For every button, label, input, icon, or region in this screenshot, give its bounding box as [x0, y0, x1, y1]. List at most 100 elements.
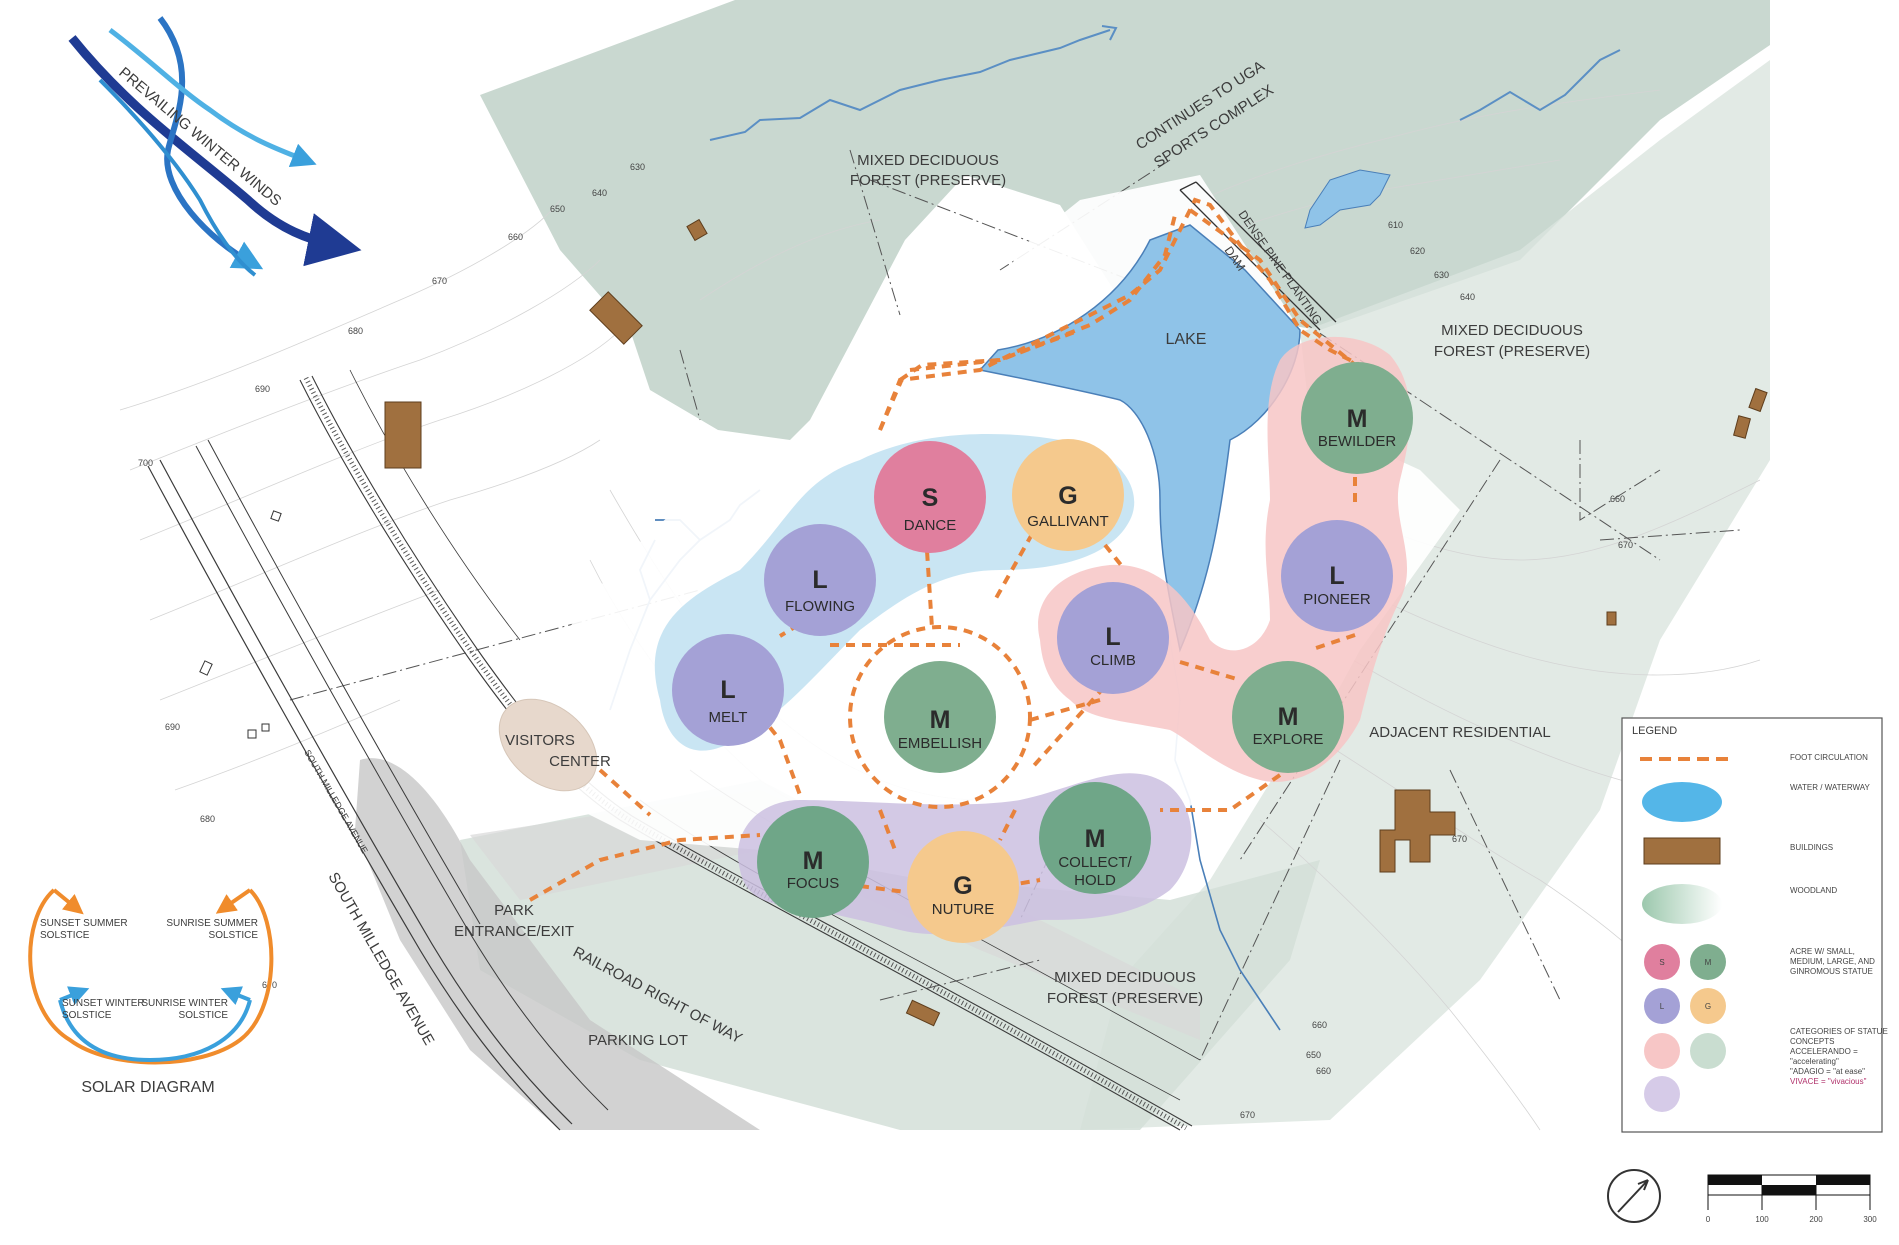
node-pioneer: L PIONEER [1281, 520, 1393, 632]
legend-cat-label-5: "ADAGIO = "at ease" [1790, 1067, 1865, 1076]
wind-arrows [68, 16, 362, 277]
legend-cat-label-6: VIVACE = "vivacious" [1790, 1077, 1867, 1086]
contour-label: 630 [630, 162, 645, 172]
solar-sunset-summer-2: SOLSTICE [40, 930, 90, 941]
contour-label: 660 [1316, 1066, 1331, 1076]
structure [261, 723, 270, 732]
building [905, 999, 941, 1027]
forest-south-label-2: FOREST (PRESERVE) [1047, 990, 1203, 1007]
node-letter: M [1085, 825, 1106, 853]
node-letter: L [720, 676, 735, 704]
legend-building-label: BUILDINGS [1790, 843, 1833, 852]
node-letter: L [812, 566, 827, 594]
park-entrance-label: PARK [494, 902, 534, 919]
node-letter: G [1058, 482, 1077, 510]
node-gallivant-circle [1012, 439, 1124, 551]
solar-diagram: SUNSET SUMMER SOLSTICE SUNRISE SUMMER SO… [28, 888, 274, 1096]
contour-label: 690 [255, 384, 270, 394]
node-letter: M [1278, 703, 1299, 731]
legend-foot-label: FOOT CIRCULATION [1790, 753, 1868, 762]
node-name: MELT [709, 709, 748, 726]
solar-sunrise-winter: SUNRISE WINTER [141, 998, 228, 1009]
legend: LEGEND FOOT CIRCULATION WATER / WATERWAY… [1621, 717, 1888, 1133]
node-letter: M [930, 706, 951, 734]
contour-label: 640 [592, 188, 607, 198]
node-pioneer-circle [1281, 520, 1393, 632]
contour-label: 630 [1434, 270, 1449, 280]
contour-label: 660 [508, 232, 523, 242]
small-structures [199, 510, 282, 739]
legend-pink-swatch [1644, 1033, 1680, 1069]
northeast-stream [1459, 49, 1621, 121]
wind-label: PREVAILING WINTER WINDS [115, 64, 284, 210]
node-letter: L [1105, 623, 1120, 651]
node-climb-circle [1057, 582, 1169, 694]
node-name: BEWILDER [1318, 433, 1397, 450]
legend-water-swatch [1642, 782, 1722, 822]
node-letter: M [1347, 405, 1368, 433]
parking-lot-area [355, 758, 760, 1130]
structure [270, 510, 282, 522]
legend-woodland-swatch [1642, 884, 1722, 924]
solar-sunrise-winter-2: SOLSTICE [179, 1010, 229, 1021]
legend-l-letter: L [1660, 1002, 1665, 1011]
forest-east-label-2: FOREST (PRESERVE) [1434, 343, 1590, 360]
contour-label: 670 [1240, 1110, 1255, 1120]
node-name: FLOWING [785, 598, 855, 615]
parking-lot-label: PARKING LOT [588, 1032, 688, 1049]
contour-label: 640 [1460, 292, 1475, 302]
contour-label: 660 [1312, 1020, 1327, 1030]
scale-label: 300 [1863, 1215, 1877, 1224]
contour-label: 620 [1410, 246, 1425, 256]
solar-sunset-summer: SUNSET SUMMER [40, 918, 128, 929]
node-name: CLIMB [1090, 652, 1136, 669]
contour-label: 650 [550, 204, 565, 214]
node-bewilder-circle [1301, 362, 1413, 474]
north-stream [709, 29, 1111, 141]
south-milledge-road [147, 465, 561, 1131]
node-dance: S DANCE [874, 441, 986, 553]
solar-sunset-winter-2: SOLSTICE [62, 1010, 112, 1021]
contour-label: 670 [432, 276, 447, 286]
contour-label: 690 [165, 722, 180, 732]
forest-east [1080, 60, 1770, 1130]
structure [199, 660, 213, 676]
contour-label: 670 [1452, 834, 1467, 844]
node-nuture-circle [907, 831, 1019, 943]
legend-acre-label-2: MEDIUM, LARGE, AND [1790, 957, 1875, 966]
scale-label: 200 [1809, 1215, 1823, 1224]
contour-label: 680 [348, 326, 363, 336]
forest-north-label-2: FOREST (PRESERVE) [850, 172, 1006, 189]
legend-purple-swatch [1644, 1076, 1680, 1112]
scale-bar: 0 100 200 300 [1706, 1174, 1877, 1224]
contour-label: 610 [1388, 220, 1403, 230]
node-climb: L CLIMB [1057, 582, 1169, 694]
wind-arrow-navy [68, 35, 362, 267]
legend-cat-label-4: "accelerating" [1790, 1057, 1839, 1066]
node-name: COLLECT/ [1058, 854, 1132, 871]
lake-loop-path [878, 197, 1361, 431]
building [1748, 387, 1768, 413]
node-melt-circle [672, 634, 784, 746]
node-collect-circle [1039, 782, 1151, 894]
statue-nodes: S DANCE G GALLIVANT L FLOWING L MELT M E… [672, 362, 1413, 943]
node-name: EXPLORE [1253, 731, 1324, 748]
node-name: PIONEER [1303, 591, 1371, 608]
entrance-band [470, 790, 1200, 1040]
adjacent-residential-label: ADJACENT RESIDENTIAL [1369, 724, 1550, 741]
node-name: GALLIVANT [1027, 513, 1108, 530]
node-flowing-circle [764, 524, 876, 636]
legend-green-swatch [1690, 1033, 1726, 1069]
scale-seg [1708, 1175, 1762, 1185]
wind-arrow-light [108, 28, 317, 167]
building [686, 218, 708, 242]
node-focus-circle [757, 806, 869, 918]
node-letter: L [1329, 562, 1344, 590]
scale-label: 0 [1706, 1215, 1711, 1224]
node-letter: G [953, 872, 972, 900]
node-focus: M FOCUS [757, 806, 869, 918]
embellish-ring-path [848, 625, 1032, 809]
buildings [384, 218, 1768, 1027]
lake [978, 224, 1301, 653]
